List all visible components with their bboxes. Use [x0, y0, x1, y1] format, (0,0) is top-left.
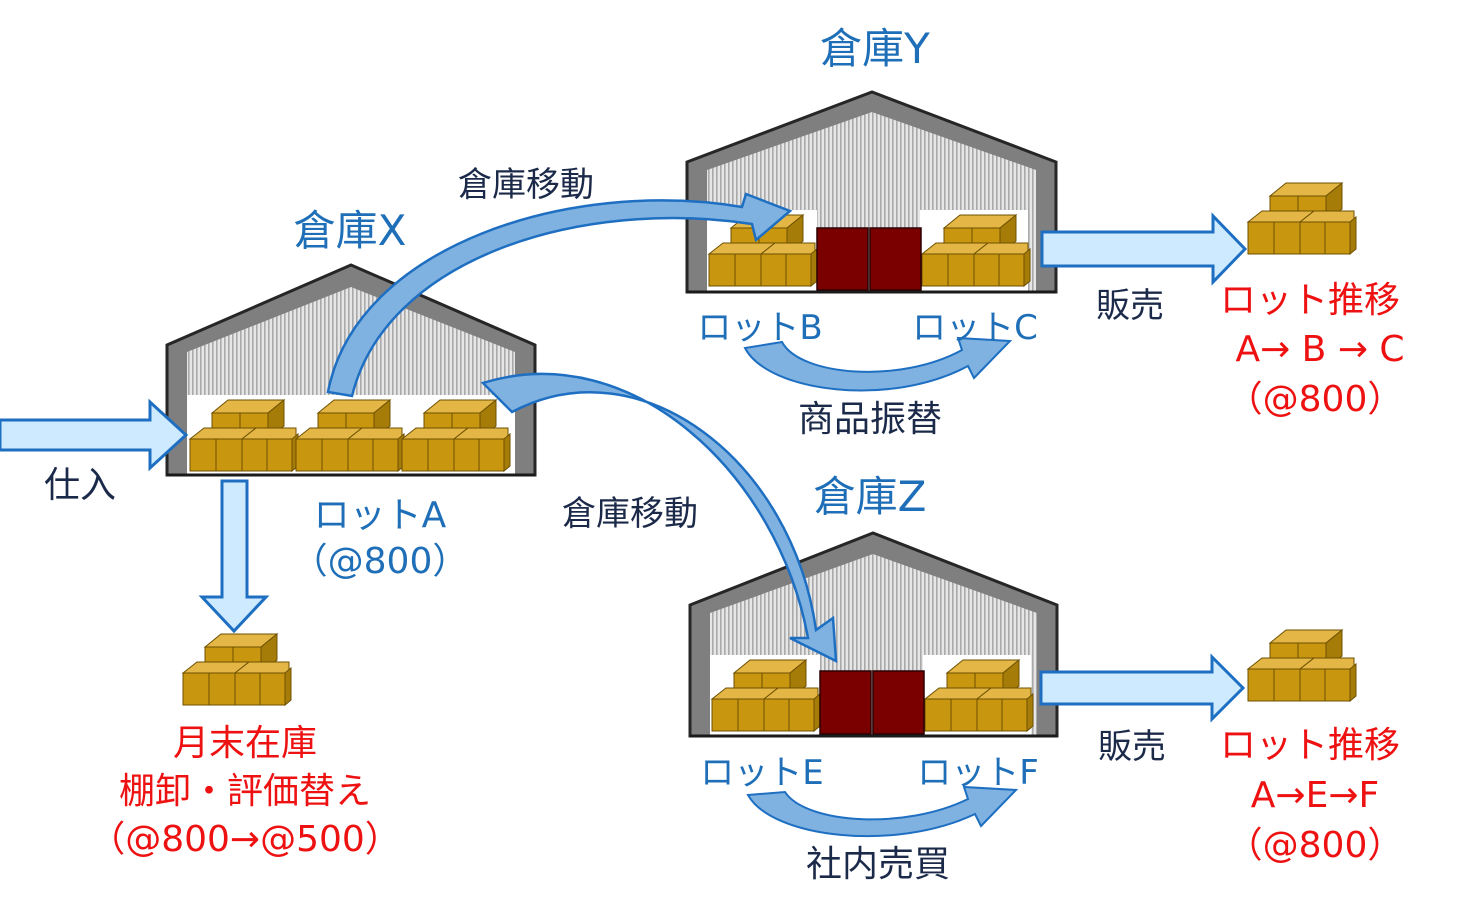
inventory-line3: （@800→@500）	[89, 819, 401, 860]
box-stack-sold-z	[1247, 629, 1357, 702]
transfer-arrow-z	[746, 785, 1019, 838]
sale-label-z: 販売	[1098, 727, 1166, 767]
door-y-right	[869, 227, 922, 291]
warehouse-y	[685, 90, 1058, 294]
warehouse-x	[165, 263, 537, 477]
lot-a-label: ロットA	[313, 495, 447, 536]
transfer-label-y: 商品振替	[797, 399, 942, 440]
transfer-arrow-y	[743, 336, 1013, 392]
transfer-label-z: 社内売買	[805, 844, 950, 885]
box-stack-inventory	[182, 633, 292, 706]
lot-e-label: ロットE	[700, 753, 824, 793]
sale-arrow-y	[1040, 212, 1248, 286]
move-label-z: 倉庫移動	[562, 494, 698, 534]
door-z-right	[872, 670, 925, 735]
lot-b-label: ロットB	[697, 308, 823, 348]
result-y-line2: A→ B → C	[1235, 329, 1405, 370]
result-z-line1: ロット推移	[1219, 725, 1400, 766]
lot-f-label: ロットF	[917, 753, 1039, 793]
inventory-arrow	[198, 479, 270, 634]
result-z-line2: A→E→F	[1250, 775, 1380, 816]
warehouse-y-title: 倉庫Y	[820, 24, 930, 73]
warehouse-x-title: 倉庫X	[293, 206, 407, 255]
purchase-arrow	[0, 398, 189, 472]
result-y-line3: （@800）	[1226, 379, 1404, 420]
sale-label-y: 販売	[1096, 286, 1164, 326]
move-arrow-x-to-z	[480, 372, 838, 664]
move-arrow-x-to-y	[326, 192, 793, 398]
warehouse-z-title: 倉庫Z	[813, 472, 927, 521]
sale-arrow-z	[1039, 653, 1246, 723]
lot-c-label: ロットC	[912, 308, 1038, 348]
result-y-line1: ロット推移	[1219, 280, 1400, 321]
door-y-left	[816, 227, 869, 291]
move-label-y: 倉庫移動	[458, 165, 594, 205]
lot-a-price: （@800）	[291, 541, 469, 582]
warehouse-z	[688, 531, 1059, 738]
inventory-line2: 棚卸・評価替え	[118, 771, 371, 812]
result-z-line3: （@800）	[1226, 825, 1404, 866]
box-stack-sold-y	[1247, 182, 1357, 255]
inventory-line1: 月末在庫	[172, 723, 317, 764]
door-z-left	[819, 670, 872, 735]
purchase-label: 仕入	[43, 465, 116, 506]
